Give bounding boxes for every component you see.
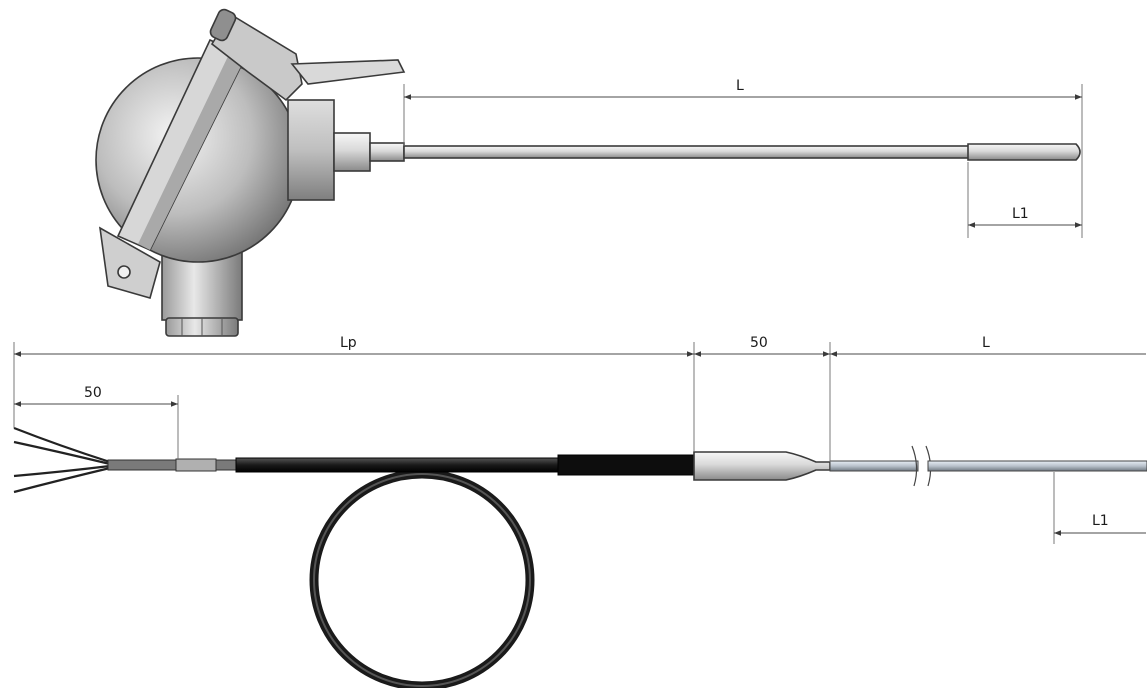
connection-head <box>95 8 406 337</box>
cable-coil <box>309 469 535 688</box>
dimension-L1-bottom: L1 <box>1053 472 1146 544</box>
transition-sleeve <box>693 451 831 481</box>
label-L1-bottom: L1 <box>1092 513 1109 529</box>
probe-tube <box>403 145 971 159</box>
label-L-top: L <box>736 78 744 94</box>
neck-collar <box>333 132 371 172</box>
probe-tip <box>967 143 1081 161</box>
lid-hinge-plate <box>98 226 161 299</box>
neck-nipple <box>369 142 405 162</box>
wire-ends <box>13 426 111 494</box>
hinge-screw <box>117 265 131 279</box>
bottom-assembly: 50 Lp 50 L L1 <box>13 335 1147 688</box>
dimension-Lp: Lp <box>13 335 695 452</box>
label-Lp: Lp <box>340 335 357 351</box>
neck-block <box>287 99 335 201</box>
sheath-part-1 <box>829 460 919 472</box>
dimension-L-bottom: L <box>830 335 1146 357</box>
label-50-wire: 50 <box>84 385 102 401</box>
dimension-50-wire: 50 <box>13 385 179 460</box>
label-50-transition: 50 <box>750 335 768 351</box>
label-L1-top: L1 <box>1012 206 1029 222</box>
top-assembly: L L1 <box>95 8 1083 337</box>
dimension-L1-top: L1 <box>967 162 1082 238</box>
latch-lever <box>210 12 303 102</box>
braid-section <box>107 459 239 471</box>
dimension-50-transition: 50 <box>694 335 831 462</box>
sheath-part-2 <box>927 460 1147 472</box>
label-L-bottom: L <box>982 335 990 351</box>
heat-shrink <box>557 454 697 476</box>
dimension-L-top: L <box>403 78 1083 238</box>
